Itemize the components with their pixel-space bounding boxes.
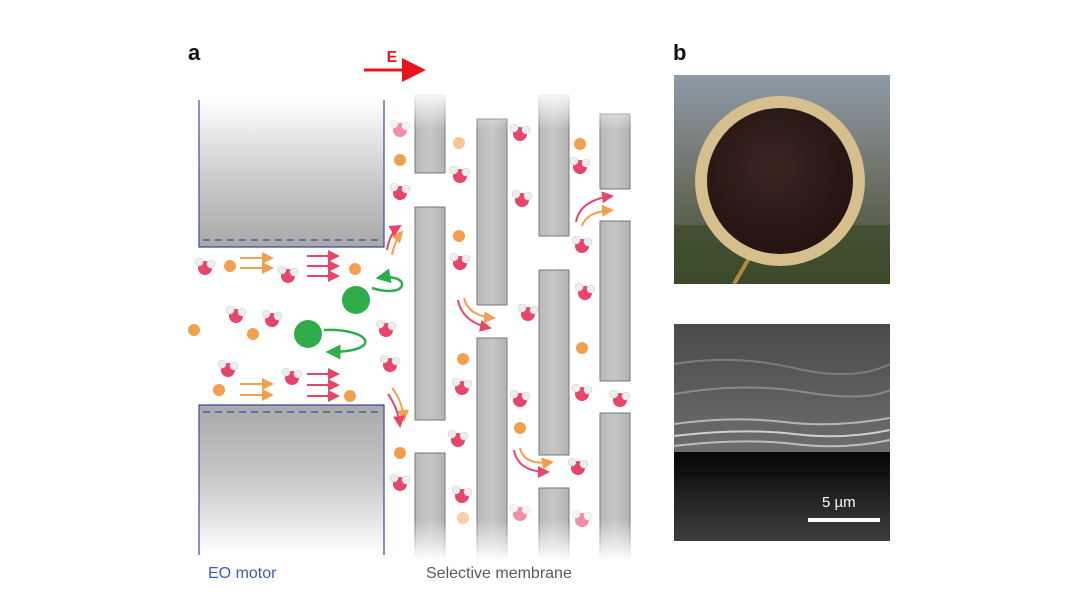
eo-motor-caption: EO motor [208, 565, 277, 582]
membrane-slabs [414, 94, 631, 559]
cations [188, 137, 588, 524]
scale-bar [808, 518, 880, 522]
eo-motor-upper-block [198, 100, 385, 248]
scale-bar-label: 5 µm [822, 494, 856, 511]
sem-cross-section: 5 µm [674, 324, 890, 541]
membrane-photo [674, 75, 890, 284]
panel-b-label: b [673, 40, 687, 65]
electric-field-label: E [387, 49, 398, 66]
large-ions [294, 268, 404, 360]
selective-membrane-caption: Selective membrane [426, 565, 572, 582]
flow-arrows [240, 191, 614, 478]
eo-motor-lower-block [198, 404, 385, 555]
panel-a-label: a [188, 40, 201, 65]
